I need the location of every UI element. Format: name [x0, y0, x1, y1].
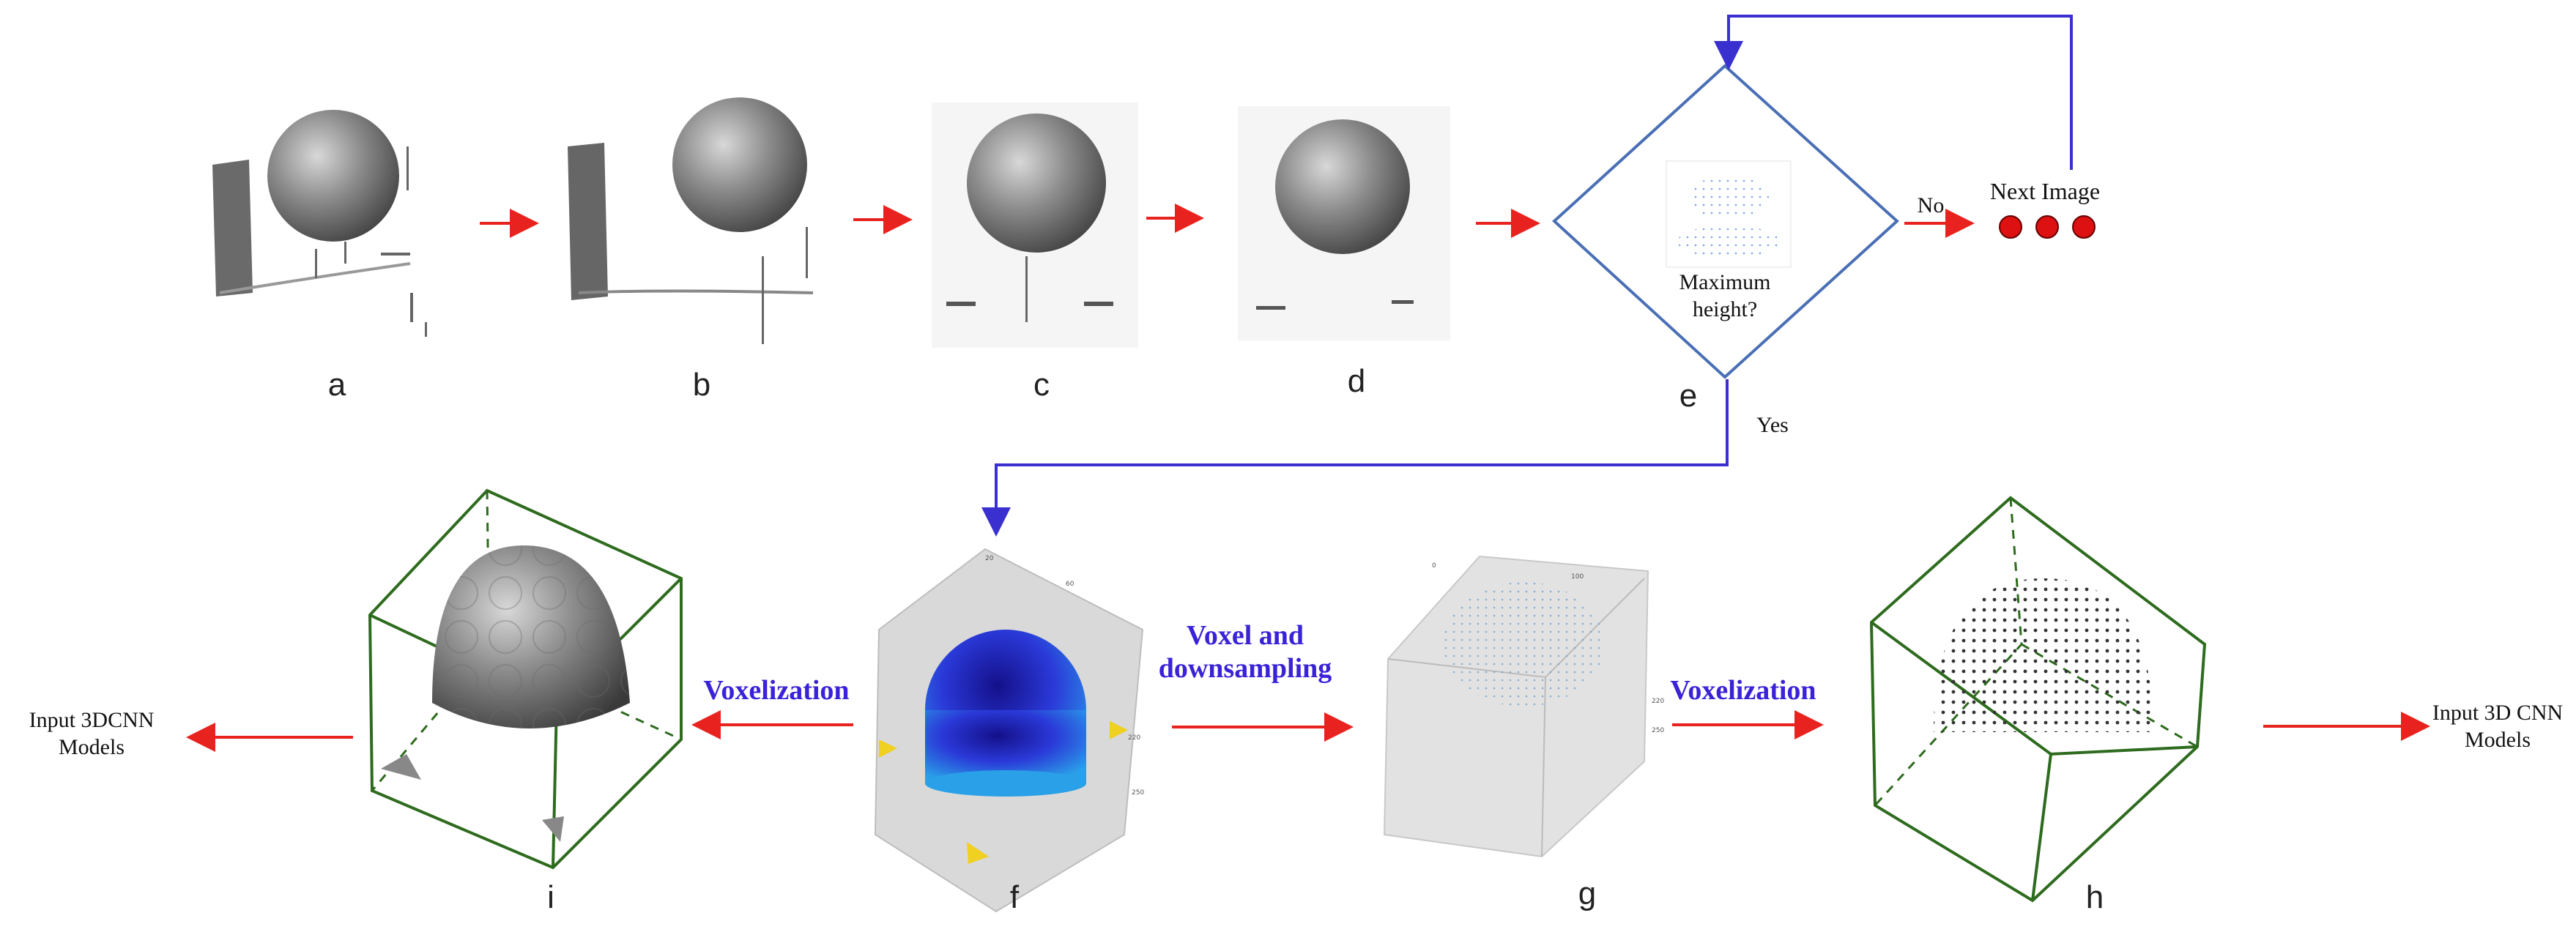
image-i-voxelized-cube [368, 488, 683, 870]
label-b: b [693, 367, 710, 403]
loop-back-arrow [1714, 15, 2073, 170]
output-right-line2: Models [2465, 728, 2531, 752]
label-h: h [2086, 879, 2104, 915]
svg-text:20: 20 [985, 555, 994, 562]
output-left-line1: Input 3DCNN [29, 708, 155, 732]
image-c-pointcloud [932, 102, 1138, 348]
output-left-line2: Models [59, 735, 125, 759]
arrow-yes-branch [981, 379, 1729, 537]
label-d: d [1348, 363, 1365, 399]
decision-question-line1: Maximum [1679, 270, 1771, 294]
voxelization-right-label: Voxelization [1670, 675, 1816, 706]
svg-text:0: 0 [1432, 562, 1436, 570]
decision-diamond [1552, 64, 1899, 379]
label-c: c [1033, 367, 1050, 403]
svg-text:250: 250 [1652, 727, 1664, 734]
yes-label: Yes [1756, 413, 1789, 437]
no-label: No [1918, 193, 1945, 217]
label-i: i [547, 879, 554, 915]
image-b-pointcloud [568, 97, 814, 344]
svg-text:100: 100 [1571, 573, 1584, 581]
voxelization-left-label: Voxelization [703, 675, 849, 706]
label-a: a [328, 367, 346, 403]
diamond-inner-plot [1666, 160, 1792, 268]
decision-question-line2: height? [1693, 297, 1757, 321]
output-right-line1: Input 3D CNN [2432, 701, 2563, 725]
voxel-downsampling-line1: Voxel and [1187, 620, 1304, 651]
label-e: e [1679, 378, 1697, 414]
svg-text:250: 250 [1132, 789, 1144, 797]
voxel-downsampling-line2: downsampling [1159, 653, 1332, 684]
ellipsis-dots [1999, 215, 2096, 239]
next-image-label: Next Image [1990, 178, 2100, 204]
image-d-pointcloud [1238, 106, 1450, 340]
image-f-height-plot: 20 60 220 250 [874, 548, 1144, 913]
image-h-voxel-grid [1869, 496, 2207, 903]
image-g-downsampled-cube: 0 100 220 250 [1383, 555, 1664, 858]
image-a-raw-pointcloud [212, 110, 427, 337]
label-g: g [1578, 876, 1596, 912]
label-f: f [1010, 879, 1020, 915]
svg-text:220: 220 [1652, 698, 1664, 705]
svg-text:220: 220 [1128, 734, 1140, 742]
svg-text:60: 60 [1066, 581, 1074, 588]
